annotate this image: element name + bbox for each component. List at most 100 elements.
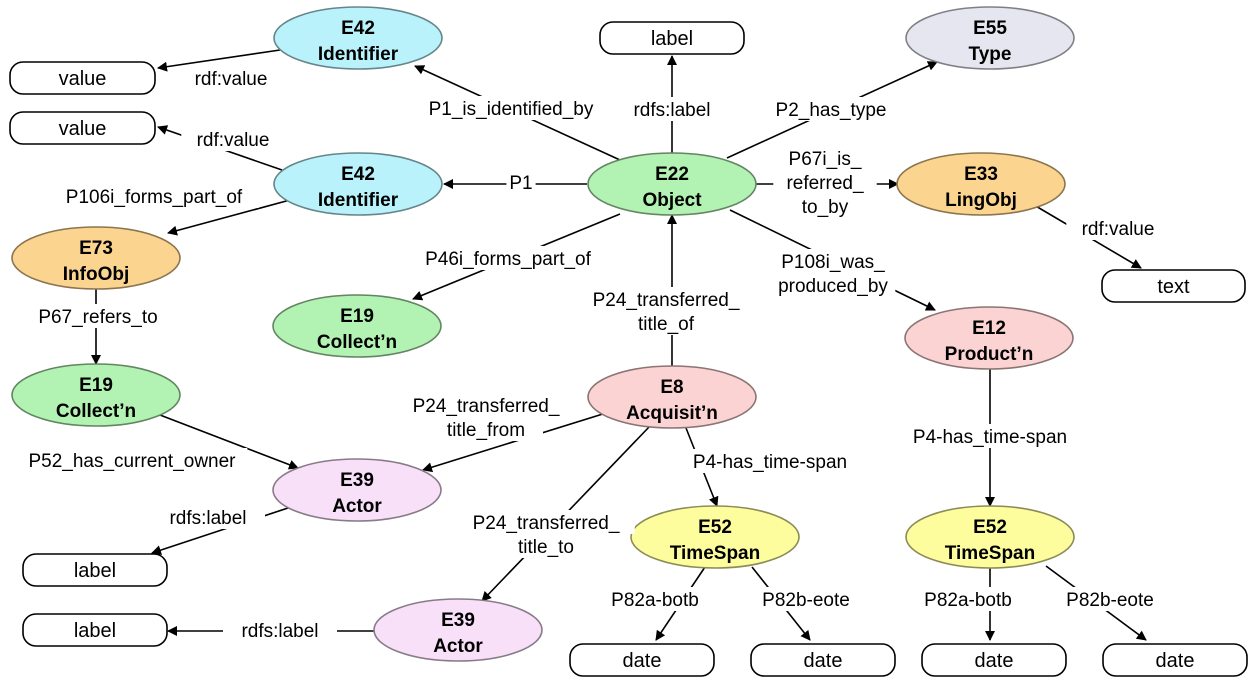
node-class-code: E52 bbox=[973, 517, 1007, 538]
edge-label-bg bbox=[577, 287, 755, 311]
edge-label: rdf:value bbox=[181, 127, 285, 151]
edge-label-text: P108i_was_ bbox=[781, 252, 885, 273]
node-ellipse bbox=[272, 458, 442, 522]
node-class-name: Identifier bbox=[318, 44, 399, 65]
literal-text: text bbox=[1157, 276, 1190, 298]
edge-e42b-to-e73 bbox=[167, 199, 291, 236]
edge-label-bg bbox=[457, 510, 635, 534]
literal-lit-date-3: date bbox=[921, 643, 1067, 677]
edge-label-text: P1_is_identified_by bbox=[429, 99, 594, 120]
node-class-code: E55 bbox=[973, 18, 1007, 39]
edge-label-text: P82a-botb bbox=[611, 590, 699, 611]
node-class-code: E8 bbox=[660, 377, 683, 398]
node-class-name: Product’n bbox=[945, 344, 1034, 365]
edge-label-bg bbox=[506, 170, 536, 194]
edge-label-text: P1 bbox=[509, 173, 532, 194]
edge-label-text: P24_transferred_ bbox=[473, 513, 620, 534]
literal-lit-value-2: value bbox=[9, 111, 156, 145]
edge-e19b-to-e39a bbox=[159, 414, 299, 470]
literal-text: date bbox=[975, 650, 1014, 672]
edge-label: P1 bbox=[506, 170, 536, 194]
node-class-name: Actor bbox=[433, 636, 483, 657]
edge-label: P24_transferred_ title_from bbox=[397, 393, 575, 441]
node-ellipse bbox=[11, 363, 181, 427]
edge-label-bg bbox=[406, 96, 616, 120]
edge-label-text: referred_ bbox=[786, 173, 864, 194]
node-class-name: Object bbox=[642, 190, 702, 211]
edge-label-bg bbox=[429, 417, 543, 441]
edge-label: P82b-eote bbox=[1058, 587, 1162, 611]
node-ellipse bbox=[587, 365, 757, 429]
edge-label-bg bbox=[754, 587, 858, 611]
edge-label-bg bbox=[1058, 587, 1162, 611]
edge-label: P82a-botb bbox=[916, 587, 1020, 611]
edge-label-bg bbox=[16, 448, 248, 472]
edge-label-text: rdf:value bbox=[197, 130, 270, 151]
node-ellipse bbox=[630, 505, 800, 569]
edge-label-text: P24_transferred_ bbox=[413, 396, 560, 417]
edge-label-text: rdf:value bbox=[195, 69, 268, 90]
node-ellipse bbox=[272, 294, 442, 358]
node-class-code: E39 bbox=[441, 610, 475, 631]
edge-label-text: rdfs:label bbox=[169, 508, 246, 529]
edge-label: P1_is_identified_by bbox=[406, 96, 616, 120]
literal-lit-date-4: date bbox=[1102, 643, 1248, 677]
edge-label-bg bbox=[773, 170, 877, 194]
literal-text: date bbox=[1156, 650, 1195, 672]
edge-e39a-to-lit-label-a bbox=[151, 505, 295, 555]
literal-box bbox=[1102, 643, 1248, 677]
node-class-name: Collect’n bbox=[317, 332, 397, 353]
node-class-code: E19 bbox=[340, 306, 374, 327]
literal-lit-date-2: date bbox=[750, 643, 896, 677]
edge-label-text: title_from bbox=[447, 420, 525, 441]
literal-lit-text: text bbox=[1101, 269, 1246, 303]
node-class-name: Actor bbox=[332, 496, 382, 517]
literal-box bbox=[9, 111, 156, 145]
node-class-code: E39 bbox=[340, 470, 374, 491]
node-class-code: E73 bbox=[79, 238, 113, 259]
node-class-code: E12 bbox=[972, 318, 1006, 339]
edge-label-text: P24_transferred_ bbox=[593, 290, 740, 311]
edge-label-text: P82a-botb bbox=[924, 590, 1012, 611]
literal-text: value bbox=[59, 68, 107, 90]
edge-label-text: rdfs:label bbox=[241, 621, 318, 642]
node-ellipse bbox=[896, 152, 1066, 216]
edge-label: rdfs:label bbox=[151, 505, 265, 529]
node-ellipse bbox=[905, 6, 1075, 70]
literal-text: date bbox=[623, 650, 662, 672]
edge-label-text: P67i_is_ bbox=[789, 149, 862, 170]
edge-label-text: produced_by bbox=[778, 276, 888, 297]
edge-label-text: P2_has_type bbox=[776, 100, 887, 121]
edge-label: P108i_was_ produced_by bbox=[770, 249, 896, 297]
node-class-code: E33 bbox=[964, 164, 998, 185]
literal-box bbox=[599, 21, 745, 55]
edge-label: P24_transferred_title_to bbox=[457, 510, 635, 558]
edge-label-bg bbox=[615, 97, 729, 121]
node-ellipse bbox=[373, 598, 543, 662]
edge-label: P2_has_type bbox=[768, 97, 894, 121]
edge-label-text: P4-has_time-span bbox=[913, 427, 1067, 448]
edge-label-bg bbox=[499, 534, 593, 558]
node-class-code: E22 bbox=[655, 164, 689, 185]
edge-label-text: P52_has_current_owner bbox=[28, 451, 236, 472]
edge-label: P67_refers_to bbox=[25, 304, 171, 328]
edge-label-bg bbox=[408, 246, 608, 270]
node-class-name: Acquisit’n bbox=[626, 403, 718, 424]
edge-label-text: rdfs:label bbox=[633, 100, 710, 121]
edge-label-bg bbox=[916, 587, 1020, 611]
node-class-name: Collect’n bbox=[56, 401, 136, 422]
edge-label-text: title_of bbox=[638, 314, 695, 335]
edge-label-bg bbox=[1066, 216, 1170, 240]
edge-e8-to-e39a bbox=[422, 412, 607, 473]
literal-lit-date-1: date bbox=[569, 643, 715, 677]
edge-label: rdf:value bbox=[1066, 216, 1170, 240]
node-class-name: Type bbox=[969, 44, 1012, 65]
